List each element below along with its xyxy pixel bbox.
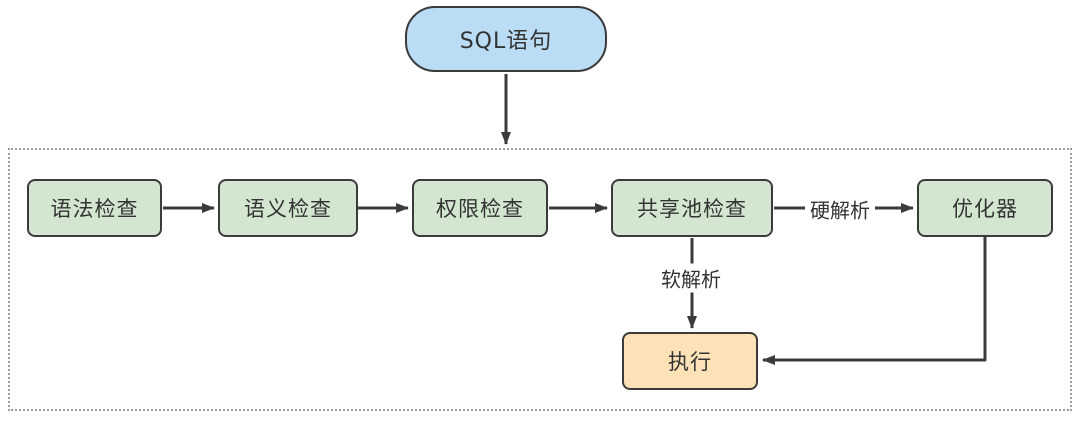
node-semantic-check: 语义检查 xyxy=(218,179,358,237)
node-execute: 执行 xyxy=(622,332,758,390)
node-shared-pool-check: 共享池检查 xyxy=(611,179,773,237)
parse-stage-dotted-container xyxy=(8,148,1072,411)
node-privilege-check: 权限检查 xyxy=(412,179,548,237)
node-sql-statement: SQL语句 xyxy=(405,6,607,72)
node-syntax-check: 语法检查 xyxy=(27,179,162,237)
node-optimizer: 优化器 xyxy=(917,179,1053,237)
edge-label-hard-parse: 硬解析 xyxy=(805,194,875,224)
edge-label-soft-parse: 软解析 xyxy=(656,263,726,293)
